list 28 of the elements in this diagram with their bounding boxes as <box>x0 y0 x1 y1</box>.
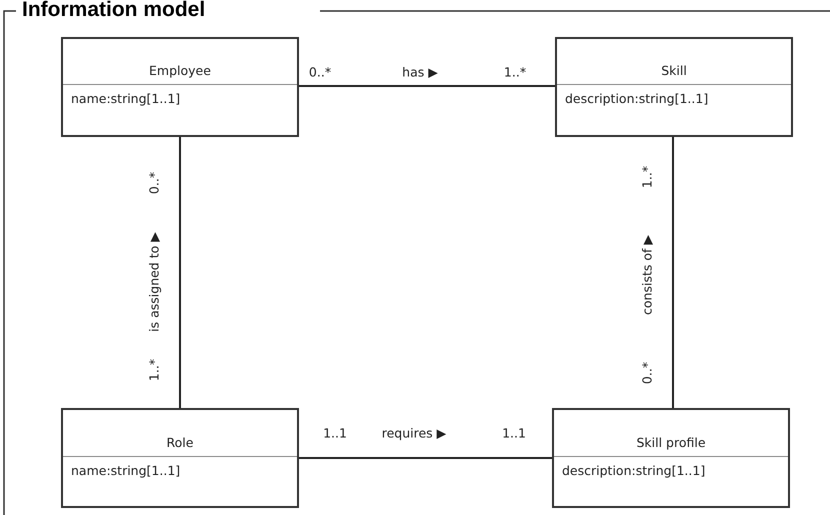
edge-label: consists of ▶ <box>640 235 654 315</box>
multiplicity: 1..1 <box>323 426 347 440</box>
multiplicity: 0..* <box>146 172 162 194</box>
multiplicity: 1..* <box>146 358 162 382</box>
association-line <box>672 137 674 408</box>
class-name: Skill profile <box>636 435 706 450</box>
class-box <box>552 408 790 508</box>
class-attribute: name:string[1..1] <box>71 463 180 478</box>
class-name: Skill <box>661 63 687 78</box>
multiplicity: 0..* <box>308 64 332 80</box>
class-attribute: description:string[1..1] <box>565 91 708 106</box>
multiplicity: 1..* <box>640 166 654 188</box>
edge-label: is assigned to ▶ <box>146 232 162 332</box>
class-attribute: description:string[1..1] <box>562 463 706 478</box>
multiplicity: 1..1 <box>502 426 526 440</box>
association-line <box>179 137 181 408</box>
class-box <box>555 37 793 137</box>
edge-label: has ▶ <box>402 64 438 80</box>
association-line <box>299 85 555 87</box>
multiplicity: 1..* <box>504 64 526 80</box>
class-name: Role <box>166 435 194 450</box>
class-name: Employee <box>149 63 211 78</box>
class-box <box>61 37 299 137</box>
class-attribute: name:string[1..1] <box>71 91 180 106</box>
multiplicity: 0..* <box>640 362 654 384</box>
class-box <box>61 408 299 508</box>
edge-label: requires ▶ <box>382 426 446 440</box>
association-line <box>299 457 552 459</box>
